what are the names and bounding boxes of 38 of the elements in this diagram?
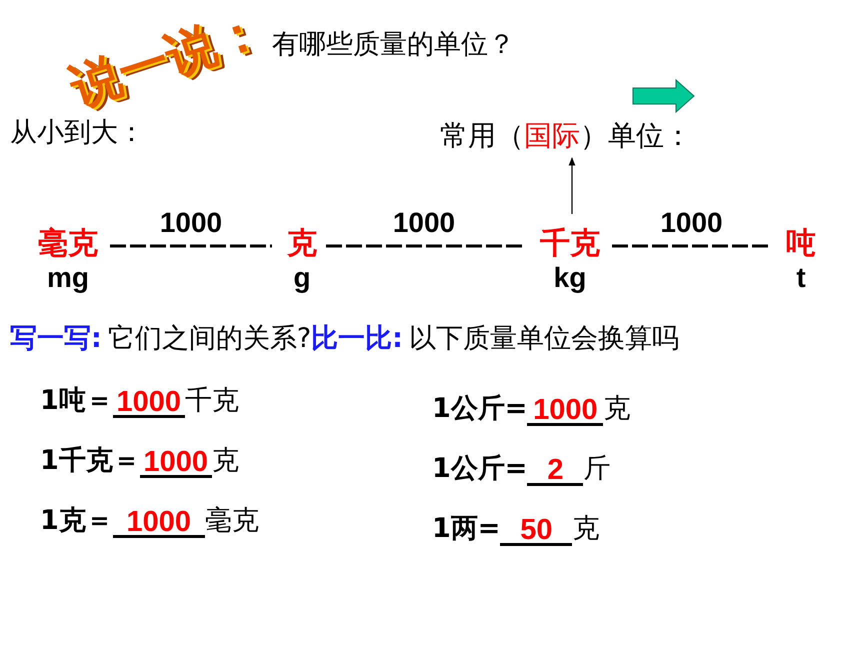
unit-name: 克 bbox=[286, 226, 318, 262]
filled-blank: 1000 bbox=[140, 449, 212, 478]
filled-blank: 1000 bbox=[112, 509, 205, 538]
unit-text: 克 bbox=[603, 392, 630, 426]
unit-text: 斤 bbox=[583, 452, 610, 486]
word-art-title: 说一说： bbox=[62, 0, 272, 118]
section-heading: 写一写: bbox=[10, 322, 102, 356]
equation-text: 1吨＝ bbox=[40, 384, 113, 418]
prompt-text: 它们之间的关系? bbox=[108, 322, 312, 356]
text-label: 常用（国际）单位： bbox=[440, 116, 730, 156]
equation-text: 1两= bbox=[432, 512, 500, 546]
unit-text: 克 bbox=[212, 444, 239, 478]
prompt-text: 以下质量单位会换算吗 bbox=[408, 322, 679, 356]
unit-symbol: g bbox=[292, 262, 312, 294]
filled-blank: 50 bbox=[500, 517, 572, 546]
unit-name: 毫克 bbox=[37, 226, 99, 262]
unit-symbol: mg bbox=[46, 262, 90, 294]
equation-text: 1公斤= bbox=[432, 452, 528, 486]
equation-text: 1克＝ bbox=[40, 504, 113, 538]
unit-symbol: kg bbox=[552, 262, 588, 294]
filled-blank: 1000 bbox=[527, 397, 604, 426]
unit-text: 克 bbox=[572, 512, 600, 546]
dashed-line bbox=[326, 244, 522, 248]
unit-text: 千克 bbox=[184, 384, 239, 418]
unit-name: 吨 bbox=[785, 226, 817, 262]
dashed-line bbox=[110, 244, 272, 248]
text-label: 从小到大： bbox=[10, 116, 145, 150]
filled-blank: 1000 bbox=[112, 389, 185, 418]
dashed-line bbox=[612, 244, 771, 248]
question-text: 有哪些质量的单位？ bbox=[272, 28, 515, 62]
section-heading: 比一比: bbox=[311, 322, 403, 356]
filled-blank: 2 bbox=[527, 457, 584, 486]
equation-text: 1千克＝ bbox=[40, 444, 140, 478]
arrow bbox=[568, 157, 576, 214]
unit-name: 千克 bbox=[539, 226, 601, 262]
equation-text: 1公斤= bbox=[432, 392, 528, 426]
unit-symbol: t bbox=[795, 262, 807, 294]
unit-text: 毫克 bbox=[204, 504, 259, 538]
